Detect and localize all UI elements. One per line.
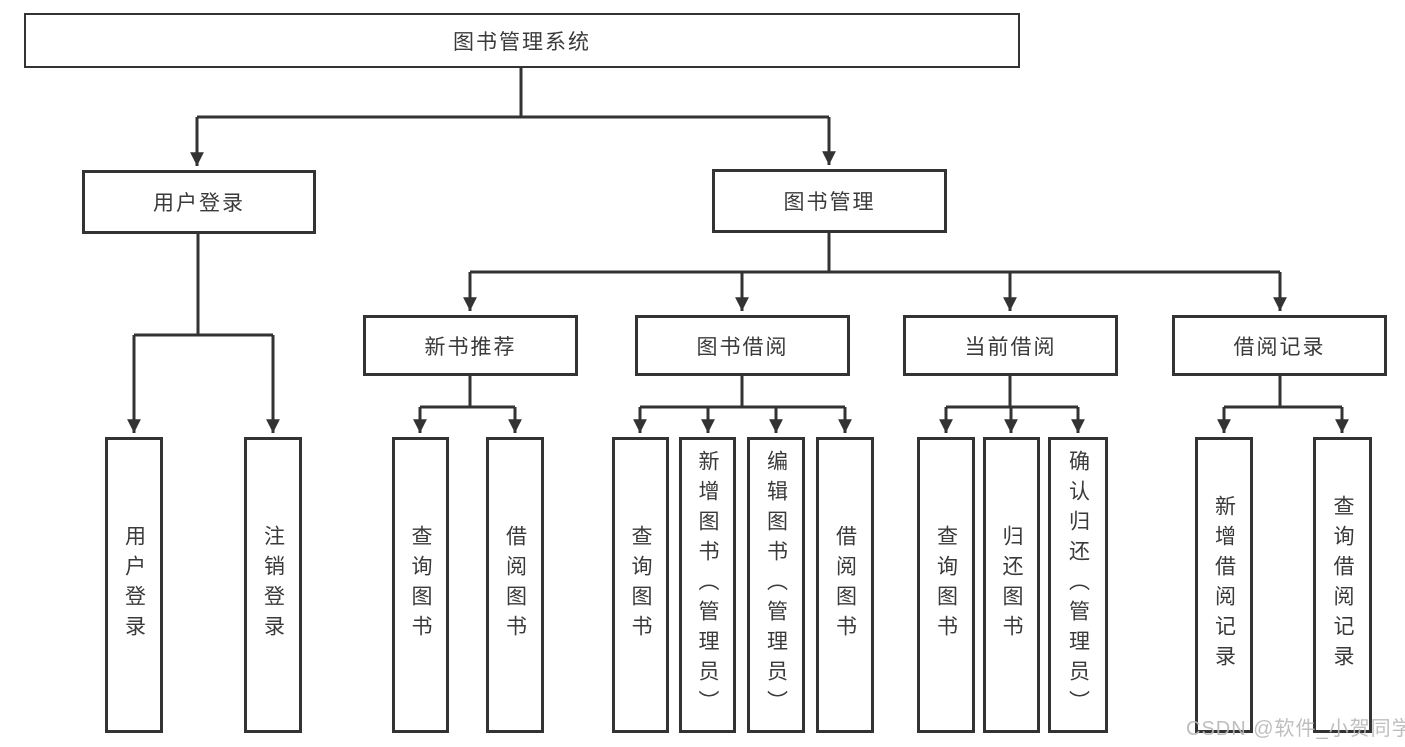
leaf-label: 查询图书 [934, 525, 958, 645]
leaf-recommend-query-books: 查询图书 [392, 437, 449, 733]
leaf-confirm-return-admin: 确认归还（管理员） [1048, 437, 1108, 733]
node-borrow-records: 借阅记录 [1172, 315, 1387, 376]
leaf-label: 借阅图书 [503, 525, 527, 645]
leaf-return-books: 归还图书 [983, 437, 1040, 733]
node-root-system: 图书管理系统 [24, 13, 1020, 68]
leaf-label: 用户登录 [122, 525, 146, 645]
node-user-login: 用户登录 [82, 170, 316, 234]
leaf-label: 查询借阅记录 [1331, 495, 1354, 675]
leaf-label: 新增图书（管理员） [696, 450, 719, 720]
node-current-borrow: 当前借阅 [903, 315, 1118, 376]
leaf-borrow-query-books: 查询图书 [612, 437, 669, 733]
leaf-label: 借阅图书 [833, 525, 857, 645]
leaf-label: 确认归还（管理员） [1066, 450, 1090, 720]
leaf-add-borrow-record: 新增借阅记录 [1195, 437, 1253, 733]
leaf-current-query-books: 查询图书 [917, 437, 975, 733]
leaf-logout: 注销登录 [244, 437, 302, 733]
leaf-label: 查询图书 [629, 525, 652, 645]
node-book-management: 图书管理 [712, 169, 947, 233]
leaf-label: 新增借阅记录 [1212, 495, 1236, 675]
leaf-label: 编辑图书（管理员） [764, 450, 788, 720]
leaf-borrow-books: 借阅图书 [816, 437, 874, 733]
leaf-add-books-admin: 新增图书（管理员） [679, 437, 736, 733]
node-book-borrow: 图书借阅 [635, 315, 850, 376]
leaf-label: 注销登录 [261, 525, 285, 645]
leaf-query-borrow-record: 查询借阅记录 [1313, 437, 1372, 733]
leaf-label: 归还图书 [1000, 525, 1023, 645]
csdn-watermark: CSDN @软件_小贺同学 [1186, 718, 1405, 740]
leaf-recommend-borrow-books: 借阅图书 [486, 437, 544, 733]
node-new-book-recommend: 新书推荐 [363, 315, 578, 376]
leaf-label: 查询图书 [409, 525, 432, 645]
leaf-edit-books-admin: 编辑图书（管理员） [747, 437, 805, 733]
leaf-user-login: 用户登录 [105, 437, 163, 733]
